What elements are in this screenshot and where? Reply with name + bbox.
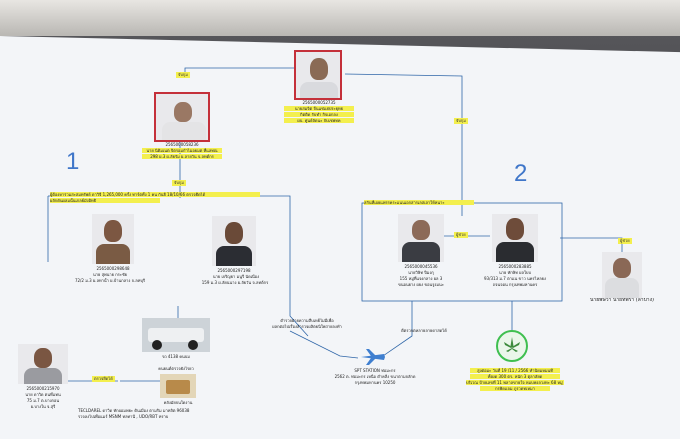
g2-evidence-line3: บริเวณ ป้ายเลขที่ 11 พลาลขายใจ หมบพงลวงท… [466,380,564,385]
g2-left-code: 2565000045536 [404,264,438,269]
g2-center-label: ดีตรวจตหลายลายดาสดได้ [401,328,447,333]
seized-item-photo [160,374,196,398]
person-top-line1: นายสมจิต จิ่นแช่แย่ประยุทธ [284,106,354,111]
g1-left-line2: 72/2 ม.3 ผ.ลทาน้ำ ผ.บ้านกลาง จ.ลทบุรี [74,278,146,283]
car-caption: คนยนต์ตรวจยังไรยว [158,366,194,371]
plane-icon [360,348,386,366]
g1-left-line1: นาย สุพนาย กระชัย [92,272,128,277]
g2-plane-line2: กรุงทพมหานคร 10250 [354,380,396,385]
g1-bottom-block-2: รวจลงไปเพื่อแมร์ MSNM ทลทานี , UDO/RBT ท… [78,414,169,419]
tag-assistant-right: ผู้ช่วย [618,238,632,244]
g2-header: สกันที่เผยแพรรคระแนนเอกสารเลสเลาให้หนาะ [364,200,474,205]
g1-header-line1: ผู้ต้องหาร่วมสะสมทรัพย์ ดาวิจี 1,265,000… [50,192,260,197]
g2-plane-line1: 2562 ต. ท่อมะกร เหนือ ตำคลีง ขนาตามจลักด [334,374,416,379]
g2-left-line2: 155 หมู่ที่แจงกลาง ผล 3 [399,276,443,281]
g1-bottom-line3: ผ.บางใน จ.สุรี [30,404,56,409]
tag-arrest-right: จับกุม [454,118,468,124]
person-top-code: 2565000052735 [302,100,336,105]
person-second-code: 2565000058236 [165,142,199,147]
g2-evidence-line1: สูงต่อมะ วันที่ 19 /11 / 2566 ทำนิยมหมนท… [470,368,560,373]
tag-arrest-mid: จับกุม [172,180,186,186]
cannabis-icon [496,330,528,362]
line-top-left [184,67,300,72]
line-mid-to-plane [289,330,359,359]
person-top-line2: กิตติด รับทำ กิจเอกลง [284,112,354,117]
g1-bottom-code: 2565000215970 [26,386,60,391]
g2-mid-line1: นาย ทักษิท ผลใบบ [498,270,532,275]
g1-bottom-block-1: TECLDAREL ดาวิด ทักผอมพยะ ดินเมือง ตามริ… [78,408,190,413]
g1-mid-note-1: ตำรวจฝ่ายความสืบเหย้ไม่มีเพื่อ [280,318,334,323]
car-photo [142,318,210,352]
line-g2-center [379,301,413,359]
car-plate: รถ 4138 คนบม [162,354,190,359]
ceiling [0,0,680,36]
g1-right-photo [212,216,256,266]
g1-right-code: 2565000297198 [217,268,251,273]
g2-mid-line3: ถจนจอน กรุงเทพมหานคร [492,282,538,287]
group-number-1: 1 [66,148,80,175]
person-second-line1: นาย นิดิมเนต จิตรอมกำไมอยมต ที่แลทณ [142,148,222,153]
g2-evidence-line2: ทั้งผด 300 ตร. หนัก 3 ตุลาลัยด [470,374,560,379]
g1-bottom-line1: นาย ดาวิด ตนที่แทน [25,392,61,397]
g2-mid-line2: 93/313 ม.7 ตาแน ขาว นครไหลยง [484,276,546,281]
g2-left-line1: นายวิษิท ปีมงกุ [408,270,434,275]
tag-assistant: ผู้ช่วย [454,232,468,238]
group-number-2: 2 [514,160,528,187]
tag-seized: ตรวจยึดได้ [92,376,115,382]
g2-right-photo [602,252,642,298]
g1-header-line2: ผลักดันผลมนั้นเกลย์มังอิทธิ [50,198,160,203]
person-second-line2: 298 ผ.3 ผ.ลัยรัม ผ.ลายวัน จ.ลทต์กร [142,154,222,159]
g1-bottom-photo [18,344,68,384]
person-second-photo [154,92,210,142]
tag-arrest-left: จับกุม [176,72,190,78]
projection-screen: 1 2 จับกุม จับกุม จับกุม ผู้ช่วย ผู้ช่วย… [0,36,680,439]
g1-left-photo [92,214,134,264]
g2-mid-photo [492,214,538,262]
g2-right-name: นายพิษวา นายทพรา (ลำปาง) [590,298,654,303]
g1-right-line1: นาย เจริญยา มนูรี นัดเนือง [212,274,260,279]
g2-left-line3: ขนอนยาง ผยง ขอนรูงมนะ [398,282,444,287]
g1-right-line2: 159 ม.3 ผ.ลัยนนาง ผ.ลัยวัน จ.ลทต์กร [201,280,269,285]
person-top-line3: ผบ. ศูนย์ลัดนะ จับเชพทค [284,118,354,123]
g2-plane-label: SPT STATION ท่อมะกร [354,368,396,373]
g1-bottom-line2: 75 ม.7 ต.บางกอน [26,398,60,403]
line-top-right [344,73,463,216]
g2-evidence-line4: กรพิดแจม ภูรวดทเหมา [480,386,550,391]
g2-mid-code: 2565000283885 [498,264,532,269]
g2-left-photo [398,214,444,262]
person-top-photo [294,50,342,100]
g1-mid-note-2: ผลกต่อไปเรื่องลำรวจผลิตยนิใพถ่ายลงทำ [272,324,342,329]
seized-item-caption: คลังมัยจนใดงาน [163,400,193,405]
g1-left-code: 2565000298648 [96,266,130,271]
